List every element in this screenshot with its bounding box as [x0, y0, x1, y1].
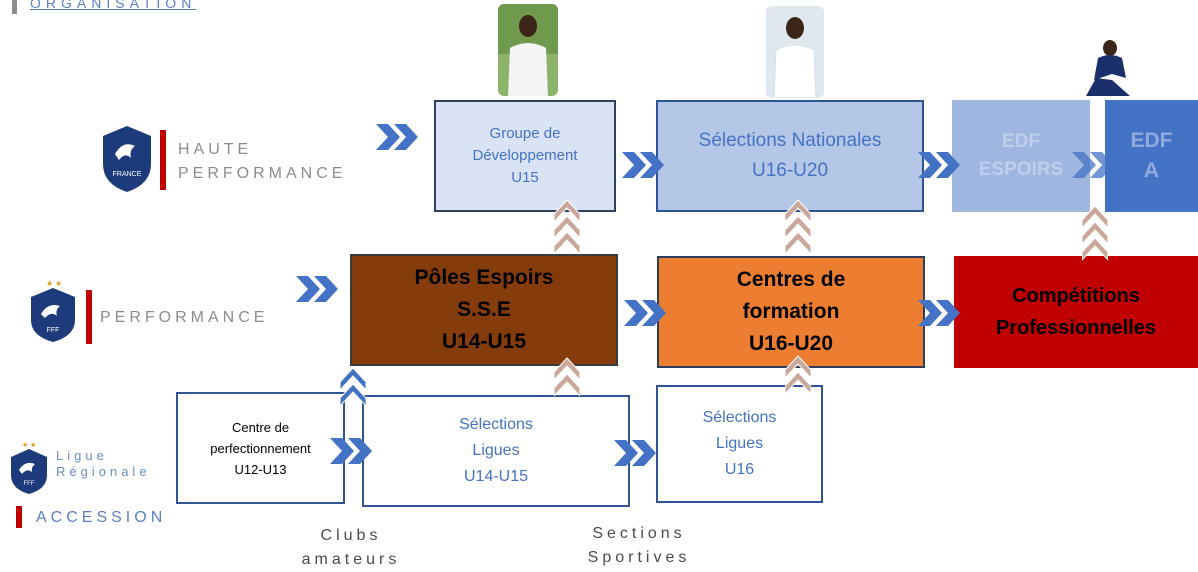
competitions-line1: Compétitions	[1012, 285, 1140, 307]
centres-line3: U16-U20	[748, 332, 834, 355]
poles-line3: U14-U15	[441, 330, 527, 353]
sections-line2: Sportives	[587, 549, 691, 566]
player-photo-u20	[766, 6, 824, 98]
sections-line1: Sections	[592, 525, 686, 542]
box-centre-perfectionnement: Centre de perfectionnement U12-U13	[176, 392, 345, 504]
edf-a-line2: A	[1143, 159, 1160, 182]
centres-line1: Centres de	[736, 268, 846, 291]
centre-perf-line1: Centre de	[231, 419, 290, 435]
box-centres-formation: Centres de formation U16-U20	[657, 256, 925, 368]
poles-line2: S.S.E	[457, 298, 511, 321]
tier-haute-line2: PERFORMANCE	[178, 165, 347, 182]
france-crest-logo: FRANCE	[101, 124, 153, 194]
arrow-right-icon	[622, 152, 666, 178]
arrow-right-icon	[614, 440, 658, 466]
chevron-up-icon	[785, 354, 811, 398]
groupe-line2: Développement	[472, 147, 578, 164]
selligues1-line2: Ligues	[472, 442, 520, 459]
arrow-right-icon	[296, 276, 340, 302]
tier-ligue-line1: Ligue	[56, 448, 108, 463]
chevron-up-icon	[554, 356, 580, 400]
poles-line1: Pôles Espoirs	[414, 266, 554, 289]
selligues2-line2: Ligues	[715, 435, 764, 452]
label-clubs-amateurs: Clubs amateurs	[284, 524, 418, 572]
box-selections-ligues-u16: Sélections Ligues U16	[656, 385, 823, 503]
groupe-line1: Groupe de	[489, 125, 561, 142]
box-selections-nationales: Sélections Nationales U16-U20	[656, 100, 924, 212]
box-edf-a: EDF A	[1105, 100, 1198, 212]
tier-performance: PERFORMANCE	[100, 309, 269, 326]
fff-ligue-logo: ★ ★ FFF	[8, 440, 50, 496]
svg-text:★: ★	[30, 441, 36, 449]
france-logo-text: FRANCE	[113, 171, 142, 178]
chevron-up-icon	[1082, 204, 1108, 262]
edf-espoirs-line2: ESPOIRS	[978, 159, 1064, 180]
svg-text:★: ★	[46, 279, 53, 288]
tier-ligue-line2: Régionale	[56, 464, 151, 479]
arrow-right-icon	[918, 152, 962, 178]
groupe-line3: U15	[511, 169, 539, 186]
centre-perf-line2: perfectionnement	[210, 440, 311, 456]
selligues1-line3: U14-U15	[463, 468, 529, 485]
chevron-up-icon	[554, 198, 580, 256]
arrow-right-icon	[918, 300, 962, 326]
selligues1-line1: Sélections	[459, 416, 533, 433]
label-sections-sportives: Sections Sportives	[572, 522, 706, 570]
header-bar	[12, 0, 17, 14]
fff-crest-logo: ★ ★ FFF	[28, 278, 78, 344]
selnat-line1: Sélections Nationales	[698, 130, 882, 151]
competitions-line2: Professionnelles	[995, 317, 1157, 339]
edf-a-line1: EDF	[1130, 129, 1173, 152]
centres-line2: formation	[742, 300, 840, 323]
box-poles-espoirs: Pôles Espoirs S.S.E U14-U15	[350, 254, 618, 366]
clubs-line1: Clubs	[320, 527, 382, 544]
box-competitions-pro: Compétitions Professionnelles	[954, 256, 1198, 368]
accession-red-bar	[16, 506, 22, 528]
arrow-right-icon	[1072, 152, 1116, 178]
selligues2-line1: Sélections	[702, 409, 777, 426]
player-photo-edf	[1082, 38, 1134, 98]
box-edf-espoirs: EDF ESPOIRS	[952, 100, 1090, 212]
box-selections-ligues-u14: Sélections Ligues U14-U15	[362, 395, 630, 507]
tier-accession: ACCESSION	[36, 509, 167, 526]
arrow-right-icon	[376, 124, 420, 150]
arrow-right-icon	[624, 300, 668, 326]
performance-red-bar	[86, 290, 92, 344]
selnat-line2: U16-U20	[751, 160, 829, 181]
tier-haute-performance: HAUTE PERFORMANCE	[178, 138, 346, 186]
chevron-up-icon	[340, 366, 366, 410]
svg-text:★: ★	[22, 441, 28, 449]
svg-text:★: ★	[55, 279, 62, 288]
tier-ligue: Ligue Régionale	[56, 448, 151, 480]
clubs-line2: amateurs	[301, 551, 401, 568]
haute-performance-red-bar	[160, 130, 166, 190]
arrow-right-icon	[330, 438, 374, 464]
selligues2-line3: U16	[724, 461, 755, 478]
chevron-up-icon	[785, 198, 811, 256]
tier-haute-line1: HAUTE	[178, 141, 253, 158]
fff-logo-text-1: FFF	[47, 327, 60, 334]
box-groupe-developpement: Groupe de Développement U15	[434, 100, 616, 212]
fff-logo-text-2: FFF	[24, 481, 35, 487]
player-photo-u15	[498, 4, 558, 96]
centre-perf-line3: U12-U13	[234, 461, 287, 477]
edf-espoirs-line1: EDF	[1002, 131, 1040, 152]
page-title: ORGANISATION	[30, 0, 197, 11]
